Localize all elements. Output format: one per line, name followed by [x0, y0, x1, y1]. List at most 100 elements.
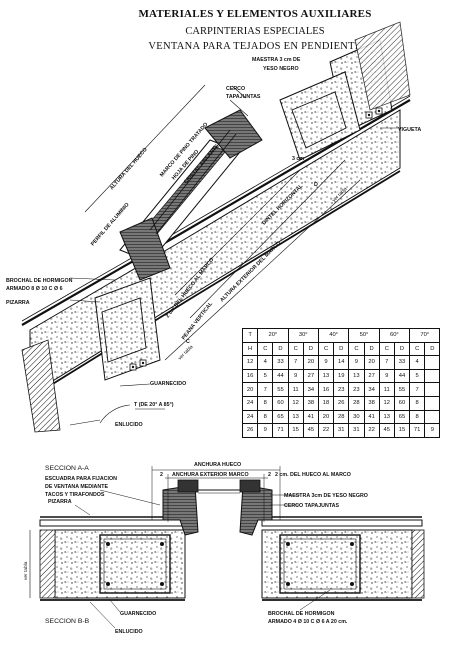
table-cell: 22 [317, 423, 335, 438]
label-2cm-hueco-b: 2 cm. DEL HUECO AL MARCO [275, 472, 351, 478]
label-enlucido: ENLUCIDO [115, 422, 143, 428]
table-subheader-cell: D [393, 341, 411, 357]
table-cell: 60 [393, 395, 411, 411]
page-subtitle: CARPINTERIAS ESPECIALES [185, 26, 325, 37]
table-cell: 8 [409, 409, 426, 425]
table-cell: 28 [348, 395, 365, 411]
label-ver-tabla-b: ver tabla [23, 561, 29, 580]
table-cell: 13 [348, 368, 365, 384]
table-cell: 16 [317, 382, 335, 397]
label-brochal: BROCHAL DE HORMIGON [6, 278, 73, 284]
table-cell: 30 [348, 409, 365, 425]
table-cell: 12 [241, 355, 259, 370]
table-subheader-cell: H [241, 341, 259, 357]
table-cell: 71 [409, 423, 426, 438]
section-aa-title: SECCION A-A [45, 465, 89, 472]
label-guarnecido-b: GUARNECIDO [120, 611, 156, 617]
table-cell: 31 [348, 423, 365, 438]
table-cell [424, 355, 441, 370]
table-cell: 9 [287, 368, 304, 384]
table-subheader-cell: C [257, 341, 274, 357]
table-cell: 23 [348, 382, 365, 397]
table-cell: 9 [348, 355, 365, 370]
table-cell: 9 [378, 368, 395, 384]
table-cell: 55 [393, 382, 411, 397]
label-altura-hueco: ALTURA DEL HUECO [109, 147, 149, 192]
label-escuadra-2: DE VENTANA MEDIANTE [45, 484, 108, 490]
table-cell: 38 [363, 395, 380, 411]
upper-dimension-lines [69, 84, 398, 426]
table-cell [424, 368, 441, 384]
label-3cm: 3 cm [292, 156, 304, 162]
table-header-cell: 40° [317, 328, 350, 343]
table-subheader-cell: D [333, 341, 350, 357]
table-cell: 18 [317, 395, 335, 411]
table-cell: 20 [317, 409, 335, 425]
label-maestra: MAESTRA 3 cm DE [252, 57, 301, 63]
label-yeso-negro: YESO NEGRO [263, 66, 299, 72]
table-cell: 41 [302, 409, 319, 425]
table-cell: 7 [409, 382, 426, 397]
table-cell: 4 [409, 355, 426, 370]
table-cell: 11 [287, 382, 304, 397]
table-cell: 60 [272, 395, 289, 411]
table-cell: 22 [363, 423, 380, 438]
label-t-angle: T (DE 20° A 85°) [134, 402, 174, 408]
table-cell: 23 [333, 382, 350, 397]
table-cell: 8 [257, 409, 274, 425]
table-cell: 26 [241, 423, 259, 438]
table-cell [424, 382, 441, 397]
table-cell: 28 [333, 409, 350, 425]
table-cell: 20 [241, 382, 259, 397]
label-cerco-b: CERCO TAPAJUNTAS [284, 503, 339, 509]
table-cell [424, 409, 441, 425]
table-header-cell: 30° [287, 328, 319, 343]
label-escuadra-3: TACOS Y TIRAFONDOS [45, 492, 105, 498]
table-cell: 44 [272, 368, 289, 384]
table-cell: 15 [393, 423, 411, 438]
label-maestra-b: MAESTRA 3cm DE YESO NEGRO [284, 493, 368, 499]
label-anchura-exterior: ANCHURA EXTERIOR MARCO [172, 472, 249, 478]
table-cell: 8 [257, 395, 274, 411]
table-cell: 16 [241, 368, 259, 384]
label-pizarra-b: PIZARRA [48, 499, 72, 505]
table-subheader-cell: C [378, 341, 395, 357]
table-subheader-cell: C [409, 341, 426, 357]
label-brochal-b-armado: ARMADO 4 Ø 10 C Ø 6 A 20 cm. [268, 619, 348, 625]
table-cell: 9 [317, 355, 335, 370]
label-guarnecido: GUARNECIDO [150, 381, 186, 387]
label-escuadra: ESCUADRA PARA FIJACION [45, 476, 117, 482]
table-cell: 12 [287, 395, 304, 411]
table-cell: 4 [257, 355, 274, 370]
table-cell: 24 [241, 409, 259, 425]
table-cell: 19 [333, 368, 350, 384]
label-anchura-hueco: ANCHURA HUECO [194, 462, 241, 468]
label-dim-2-left: 2 [160, 472, 163, 478]
table-subheader-cell: C [348, 341, 365, 357]
table-cell: 26 [333, 395, 350, 411]
page-heading: VENTANA PARA TEJADOS EN PENDIENTE [148, 41, 362, 52]
table-header-cell: 60° [378, 328, 411, 343]
label-vigueta: VIGUETA [398, 127, 421, 133]
table-header-cell: T [241, 328, 259, 343]
table-cell: 38 [302, 395, 319, 411]
table-cell: 9 [424, 423, 441, 438]
table-cell: 13 [317, 368, 335, 384]
label-dim-2-right: 2 [268, 472, 271, 478]
table-cell: 27 [363, 368, 380, 384]
label-c: C [186, 339, 190, 345]
roof-window-frame [119, 109, 263, 281]
table-subheader-cell: D [363, 341, 380, 357]
table-cell: 71 [272, 423, 289, 438]
label-brochal-b: BROCHAL DE HORMIGON [268, 611, 335, 617]
table-cell: 13 [378, 409, 395, 425]
table-cell [424, 395, 441, 411]
table-header-cell: 70° [409, 328, 441, 343]
table-cell: 27 [302, 368, 319, 384]
table-cell: 7 [257, 382, 274, 397]
